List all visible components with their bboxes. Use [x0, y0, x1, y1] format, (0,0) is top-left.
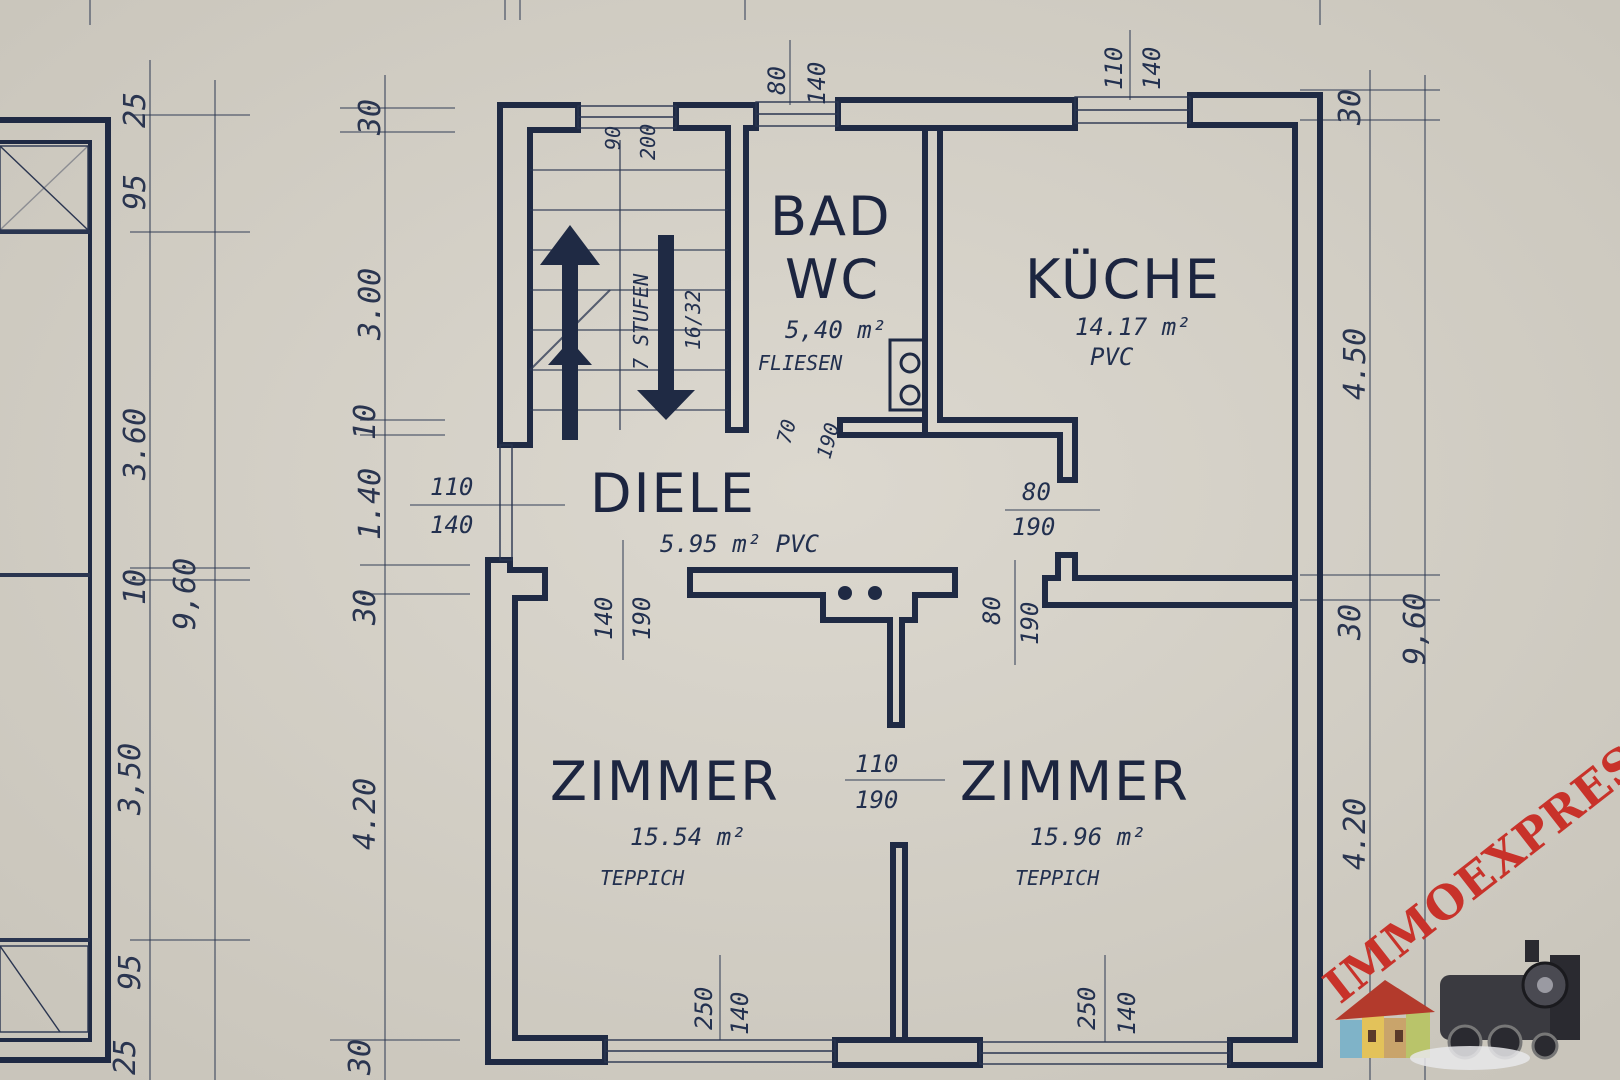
dim-far-left-25-top: 25 — [118, 92, 153, 128]
dim-far-left-95-top: 95 — [118, 174, 153, 210]
locomotive-icon — [1410, 940, 1580, 1070]
dimension-chain-left: 30 3.00 10 1.40 30 4.20 30 — [330, 75, 470, 1080]
dim-left-10: 10 — [348, 404, 383, 440]
dimension-chain-far-left: 25 95 3.60 10 9,60 3,50 95 25 — [108, 60, 250, 1080]
door-dimensions: 110 140 140 190 80 190 70 190 80 190 110… — [410, 124, 1100, 814]
kueche-area: 14.17 m² — [1075, 313, 1191, 341]
dim-left-30-top: 30 — [353, 99, 388, 136]
room-kueche: KÜCHE 14.17 m² PVC — [1025, 248, 1221, 371]
door-between-zimmer-height: 190 — [855, 786, 898, 814]
dim-left-30-mid: 30 — [348, 589, 383, 626]
dim-left-1-40: 1.40 — [353, 468, 388, 540]
zimmer-left-name: ZIMMER — [550, 750, 780, 813]
bad-name: BAD — [770, 185, 892, 248]
dim-right-4-20: 4.20 — [1338, 798, 1373, 870]
window-zimmer-left-height: 140 — [726, 992, 754, 1035]
zimmer-left-area: 15.54 m² — [630, 823, 746, 851]
zimmer-right-area: 15.96 m² — [1030, 823, 1146, 851]
window-zimmer-left-width: 250 — [690, 987, 718, 1030]
dim-far-left-9-60: 9,60 — [168, 558, 203, 630]
chimney-flues — [838, 352, 921, 600]
top-reference-lines — [89, 0, 1321, 25]
window-zimmer-right-width: 250 — [1073, 987, 1101, 1030]
dimension-chain-right: 30 4.50 30 4.20 9,60 — [1300, 70, 1440, 1080]
room-bad: BAD WC 5,40 m² FLIESEN — [758, 185, 892, 375]
staircase: 7 STUFEN 16/32 — [529, 140, 728, 440]
bad-floor: FLIESEN — [758, 351, 843, 375]
bad-area: 5,40 m² — [785, 316, 886, 344]
diele-area-floor: 5.95 m² PVC — [660, 530, 819, 558]
dim-far-left-3-60: 3.60 — [118, 408, 153, 481]
dim-far-left-3-50: 3,50 — [113, 743, 148, 816]
diele-name: DIELE — [590, 462, 756, 525]
window-bad-height: 140 — [803, 62, 831, 105]
door-diele-entry-width: 110 — [430, 473, 473, 501]
dim-far-left-25-bottom: 25 — [108, 1039, 143, 1075]
door-zimmer-right-width: 80 — [978, 596, 1006, 625]
door-diele-zimmer-width: 140 — [590, 597, 618, 640]
window-kueche-width: 110 — [1100, 47, 1128, 90]
room-zimmer-right: ZIMMER 15.96 m² TEPPICH — [960, 750, 1190, 890]
door-diele-zimmer-height: 190 — [628, 597, 656, 640]
kueche-name: KÜCHE — [1025, 248, 1221, 311]
dim-left-3-00: 3.00 — [353, 268, 388, 341]
door-kueche-height: 190 — [1012, 513, 1055, 541]
stairs-ratio-label: 16/32 — [681, 290, 705, 350]
dim-right-30-mid: 30 — [1333, 604, 1368, 641]
zimmer-right-name: ZIMMER — [960, 750, 1190, 813]
door-kueche-width: 80 — [1022, 478, 1051, 506]
stair-top-dim-90: 90 — [601, 126, 625, 150]
door-diele-entry-height: 140 — [430, 511, 473, 539]
stair-down-arrow-icon — [637, 235, 695, 420]
stairs-steps-label: 7 STUFEN — [629, 273, 653, 370]
room-zimmer-left: ZIMMER 15.54 m² TEPPICH — [550, 750, 780, 890]
window-zimmer-right-height: 140 — [1113, 992, 1141, 1035]
dim-left-30-bottom: 30 — [343, 1039, 378, 1076]
stair-top-dim-200: 200 — [636, 124, 660, 160]
window-dimensions: 80 140 110 140 250 140 250 140 — [690, 30, 1166, 1042]
door-zimmer-right-height: 190 — [1016, 602, 1044, 645]
windows — [499, 96, 1231, 1065]
zimmer-left-floor: TEPPICH — [600, 866, 685, 890]
dim-right-30-top: 30 — [1333, 89, 1368, 126]
door-between-zimmer-width: 110 — [855, 750, 898, 778]
interior-walls — [687, 125, 1298, 1043]
wc-name: WC — [785, 248, 880, 311]
window-bad-width: 80 — [763, 66, 791, 95]
dim-left-4-20: 4.20 — [348, 778, 383, 850]
zimmer-right-floor: TEPPICH — [1015, 866, 1100, 890]
stair-up-arrow-icon — [540, 225, 600, 440]
dim-right-4-50: 4.50 — [1338, 328, 1373, 400]
dim-far-left-10: 10 — [118, 569, 153, 605]
dim-right-9-60: 9,60 — [1398, 593, 1433, 665]
dim-far-left-95-bottom: 95 — [113, 954, 148, 990]
window-kueche-height: 140 — [1138, 47, 1166, 90]
kueche-floor: PVC — [1090, 343, 1134, 371]
room-diele: DIELE 5.95 m² PVC — [590, 462, 819, 558]
adjacent-unit-outline — [0, 117, 111, 1063]
